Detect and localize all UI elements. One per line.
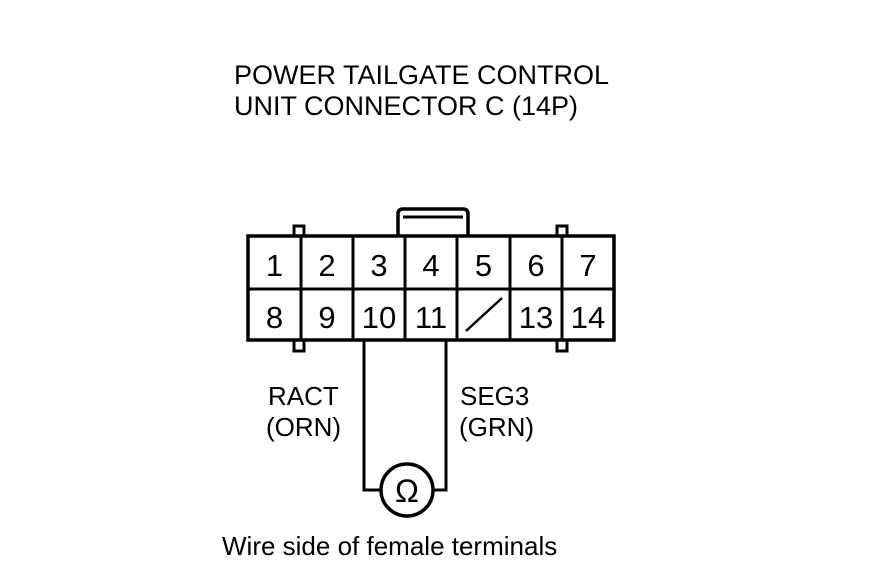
terminal-14: 14 [571,300,605,335]
connector-housing [246,207,616,353]
terminal-row-2: 8 9 10 11 13 14 [266,300,605,335]
terminal-8: 8 [266,300,283,335]
terminal-3: 3 [370,248,387,283]
terminal-row-1: 1 2 3 4 5 6 7 [266,248,597,283]
terminal-1: 1 [266,248,283,283]
terminal-10: 10 [362,300,396,335]
terminal-6: 6 [527,248,544,283]
left-wire-color-label: (ORN) [266,412,341,442]
terminal-13: 13 [519,300,553,335]
right-wire-signal-label: SEG3 [460,381,529,411]
terminal-9: 9 [318,300,335,335]
title-line-2: UNIT CONNECTOR C (14P) [234,91,578,121]
left-wire-signal-label: RACT [268,381,339,411]
empty-cavity-slash [465,297,503,332]
wire-left [362,340,381,492]
title-line-1: POWER TAILGATE CONTROL [234,60,609,90]
terminal-4: 4 [422,248,439,283]
probe-wires [362,340,448,492]
ohmmeter-icon: Ω [379,462,435,518]
caption: Wire side of female terminals [222,531,557,561]
right-wire-color-label: (GRN) [459,412,534,442]
terminal-11: 11 [415,300,447,335]
terminal-5: 5 [475,248,492,283]
terminal-2: 2 [318,248,335,283]
ohm-symbol: Ω [395,473,419,509]
connector-lock-tab [396,207,470,236]
terminal-7: 7 [579,248,596,283]
wire-right [433,340,448,492]
